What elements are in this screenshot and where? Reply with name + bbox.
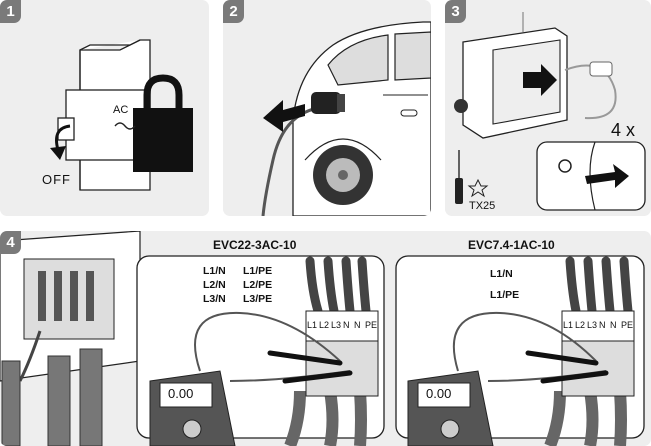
step-3-panel: 3 4 x TX25 bbox=[445, 0, 651, 216]
right-pair-2: L1/PE bbox=[490, 289, 520, 301]
right-meter-reading: 0.00 bbox=[426, 386, 452, 401]
car-icon bbox=[292, 21, 431, 216]
left-terminal-strip: L1 L2 L3 N N PE bbox=[307, 320, 379, 330]
right-terminal-label: N bbox=[599, 320, 606, 330]
right-terminal-strip: L1 L2 L3 N N PE bbox=[563, 320, 635, 330]
multimeter-left-icon bbox=[149, 370, 236, 446]
charging-plug-icon bbox=[311, 92, 345, 114]
left-terminal-label: N bbox=[354, 320, 361, 330]
right-terminal-label: N bbox=[610, 320, 617, 330]
torx-icon bbox=[467, 178, 489, 198]
unscrew-arrow-icon bbox=[585, 164, 629, 188]
step-2-panel: 2 bbox=[223, 0, 431, 216]
step-2-number: 2 bbox=[223, 0, 244, 23]
left-terminal-label: PE bbox=[365, 320, 378, 330]
voltage-measurement-illustration bbox=[0, 231, 645, 446]
torx-size-label: TX25 bbox=[469, 200, 496, 212]
left-pair-col1-1: L1/N bbox=[203, 265, 226, 277]
left-pair-col2-3: L3/PE bbox=[243, 293, 273, 305]
ac-label: AC bbox=[113, 104, 129, 116]
left-pair-col2-1: L1/PE bbox=[243, 265, 273, 277]
right-terminal-label: L3 bbox=[587, 320, 598, 330]
unplug-arrow-icon bbox=[263, 100, 305, 132]
right-model-title: EVC7.4-1AC-10 bbox=[468, 238, 555, 252]
step-4-number: 4 bbox=[0, 231, 21, 254]
left-meter-reading: 0.00 bbox=[168, 386, 194, 401]
step-1-panel: 1 AC OFF bbox=[0, 0, 209, 216]
right-pair-1: L1/N bbox=[490, 268, 513, 280]
off-label: OFF bbox=[42, 172, 71, 187]
remove-cover-arrow-icon bbox=[523, 64, 557, 96]
step-3-number: 3 bbox=[445, 0, 466, 23]
car-unplug-illustration bbox=[261, 21, 431, 216]
circuit-breaker-illustration bbox=[50, 39, 193, 191]
off-arrow-icon bbox=[55, 124, 71, 151]
multimeter-right-icon bbox=[407, 370, 494, 446]
left-model-title: EVC22-3AC-10 bbox=[213, 238, 297, 252]
screwdriver-icon bbox=[455, 150, 463, 204]
step-1-number: 1 bbox=[0, 0, 21, 23]
open-wallbox-icon bbox=[0, 231, 141, 382]
screw-count-label: 4 x bbox=[611, 120, 636, 140]
right-terminal-label: PE bbox=[621, 320, 634, 330]
left-terminal-label: N bbox=[343, 320, 350, 330]
left-terminal-label: L2 bbox=[319, 320, 330, 330]
left-pair-col1-2: L2/N bbox=[203, 279, 226, 291]
left-pair-col2-2: L2/PE bbox=[243, 279, 273, 291]
right-terminal-label: L1 bbox=[563, 320, 574, 330]
padlock-icon bbox=[133, 74, 193, 172]
left-terminal-label: L1 bbox=[307, 320, 318, 330]
wallbox-cover-illustration bbox=[454, 12, 646, 211]
step-4-panel: 4 bbox=[0, 231, 651, 446]
left-terminal-label: L3 bbox=[331, 320, 342, 330]
right-terminal-label: L2 bbox=[575, 320, 586, 330]
left-pair-col1-3: L3/N bbox=[203, 293, 226, 305]
